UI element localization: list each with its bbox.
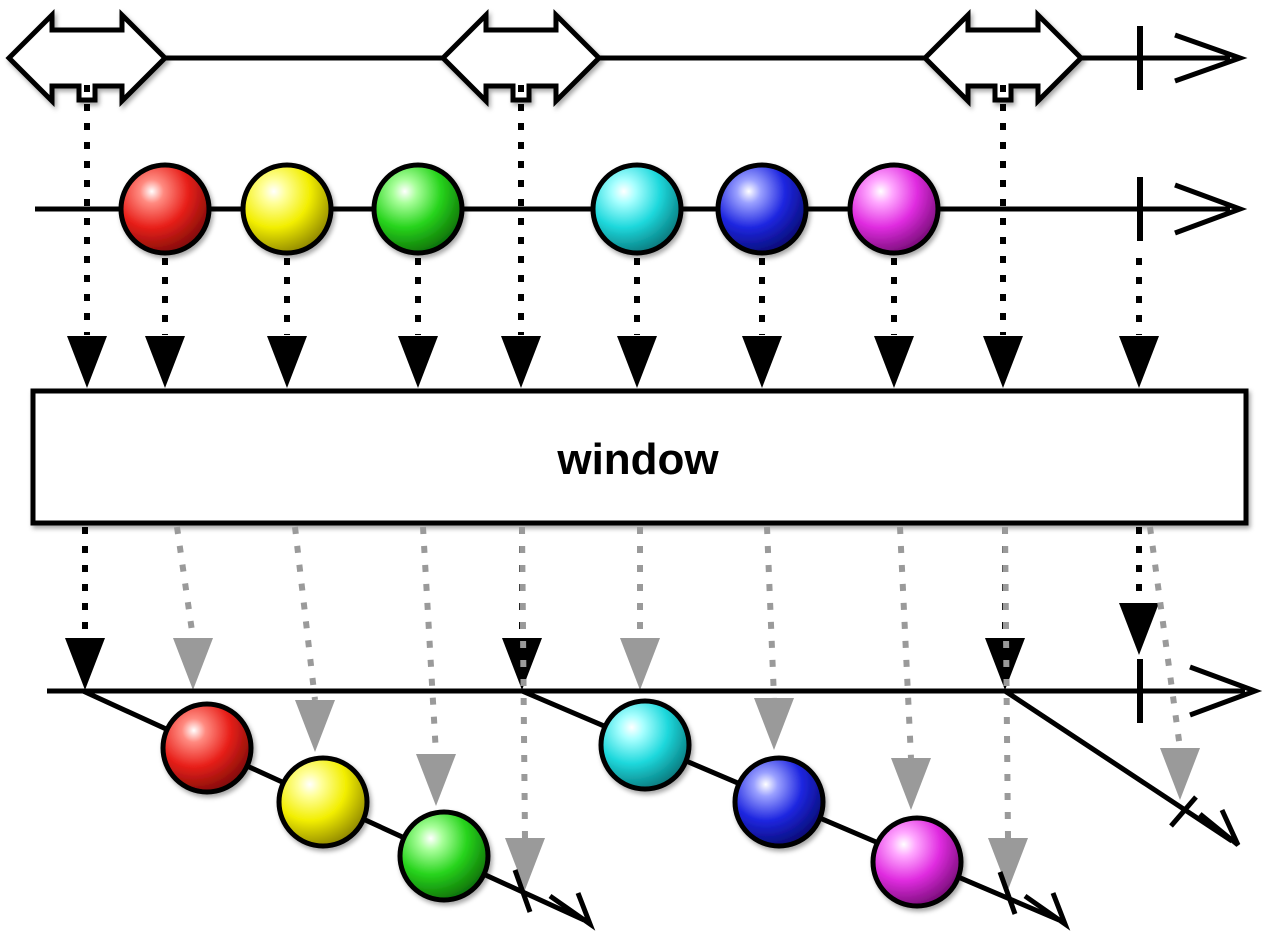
source-marble-blue — [715, 162, 809, 256]
window-stream-3 — [1003, 688, 1241, 847]
output-connector-blue — [764, 526, 777, 699]
window-1-marble-red — [160, 701, 254, 795]
boundary-markers — [5, 8, 1085, 108]
source-marble-green — [371, 162, 465, 256]
source-marble-cyan — [590, 162, 684, 256]
input-arrowhead-boundary-3-icon — [983, 336, 1023, 388]
window-2-marble-cyan — [598, 698, 692, 792]
output-connector-red — [174, 526, 196, 639]
output-connector-green — [420, 526, 439, 755]
window-1-arrowhead-icon — [548, 892, 596, 931]
boundary-timeline-arrowhead-icon — [1174, 32, 1248, 84]
input-arrowhead-marble-red-icon — [145, 336, 185, 388]
window-1-marble-yellow — [276, 755, 370, 849]
input-arrowhead-marble-cyan-icon — [617, 336, 657, 388]
input-arrowhead-completion-icon — [1119, 336, 1159, 388]
output-connector-window-1-complete — [519, 526, 528, 839]
window-stream-1 — [81, 688, 596, 931]
output-timeline-arrowhead-icon — [1189, 664, 1263, 718]
output-timeline — [47, 659, 1263, 723]
output-connector-window-2-complete — [1002, 526, 1011, 839]
input-arrowhead-marble-green-icon — [398, 336, 438, 388]
boundary-1-double-headed-arrow-icon — [5, 8, 169, 108]
window-2-marble-blue — [732, 755, 826, 849]
output-arrowhead-window-2-complete-icon — [988, 838, 1028, 890]
output-arrowhead-outer-complete-icon — [1119, 603, 1159, 655]
window-stream-2 — [521, 688, 1071, 931]
window-3-arrowhead-icon — [1198, 808, 1241, 847]
output-arrowhead-green-icon — [416, 754, 456, 806]
window-2-arrowhead-icon — [1023, 892, 1071, 931]
input-arrowhead-boundary-1-icon — [67, 336, 107, 388]
output-connector-yellow — [292, 526, 318, 701]
output-arrowhead-window-3-complete-icon — [1160, 748, 1200, 800]
output-arrowhead-blue-icon — [754, 698, 794, 750]
input-connectors — [67, 85, 1159, 388]
input-arrowhead-marble-magenta-icon — [874, 336, 914, 388]
window-1-completion-tick — [512, 869, 533, 913]
source-marble-yellow — [240, 162, 334, 256]
output-arrowhead-window-1-complete-icon — [505, 838, 545, 890]
output-connectors — [65, 526, 1200, 890]
output-arrowhead-red-icon — [173, 638, 213, 690]
output-connector-window-3-complete — [1147, 526, 1183, 749]
source-timeline-arrowhead-icon — [1174, 182, 1248, 236]
output-arrowhead-magenta-icon — [891, 758, 931, 810]
window-2-completion-tick — [997, 871, 1018, 915]
input-arrowhead-marble-blue-icon — [742, 336, 782, 388]
input-arrowhead-boundary-2-icon — [501, 336, 541, 388]
window-3-line — [1003, 688, 1234, 844]
input-arrowhead-marble-yellow-icon — [267, 336, 307, 388]
source-marble-red — [118, 162, 212, 256]
window-2-marble-magenta — [870, 815, 964, 909]
output-arrowhead-cyan-icon — [620, 638, 660, 690]
boundary-3-double-headed-arrow-icon — [921, 8, 1085, 108]
output-arrowhead-window-1-start-icon — [65, 638, 105, 690]
output-connector-magenta — [897, 526, 914, 759]
source-marbles — [118, 162, 941, 256]
window-3-completion-tick — [1169, 795, 1198, 828]
boundary-2-double-headed-arrow-icon — [439, 8, 603, 108]
operator-label: window — [556, 435, 719, 484]
window-streams — [81, 688, 1241, 931]
operator-box-rect — [30, 388, 1249, 526]
source-marble-magenta — [847, 162, 941, 256]
window-1-marble-green — [397, 809, 491, 903]
output-arrowhead-yellow-icon — [295, 700, 335, 752]
operator-box: window — [30, 388, 1249, 526]
